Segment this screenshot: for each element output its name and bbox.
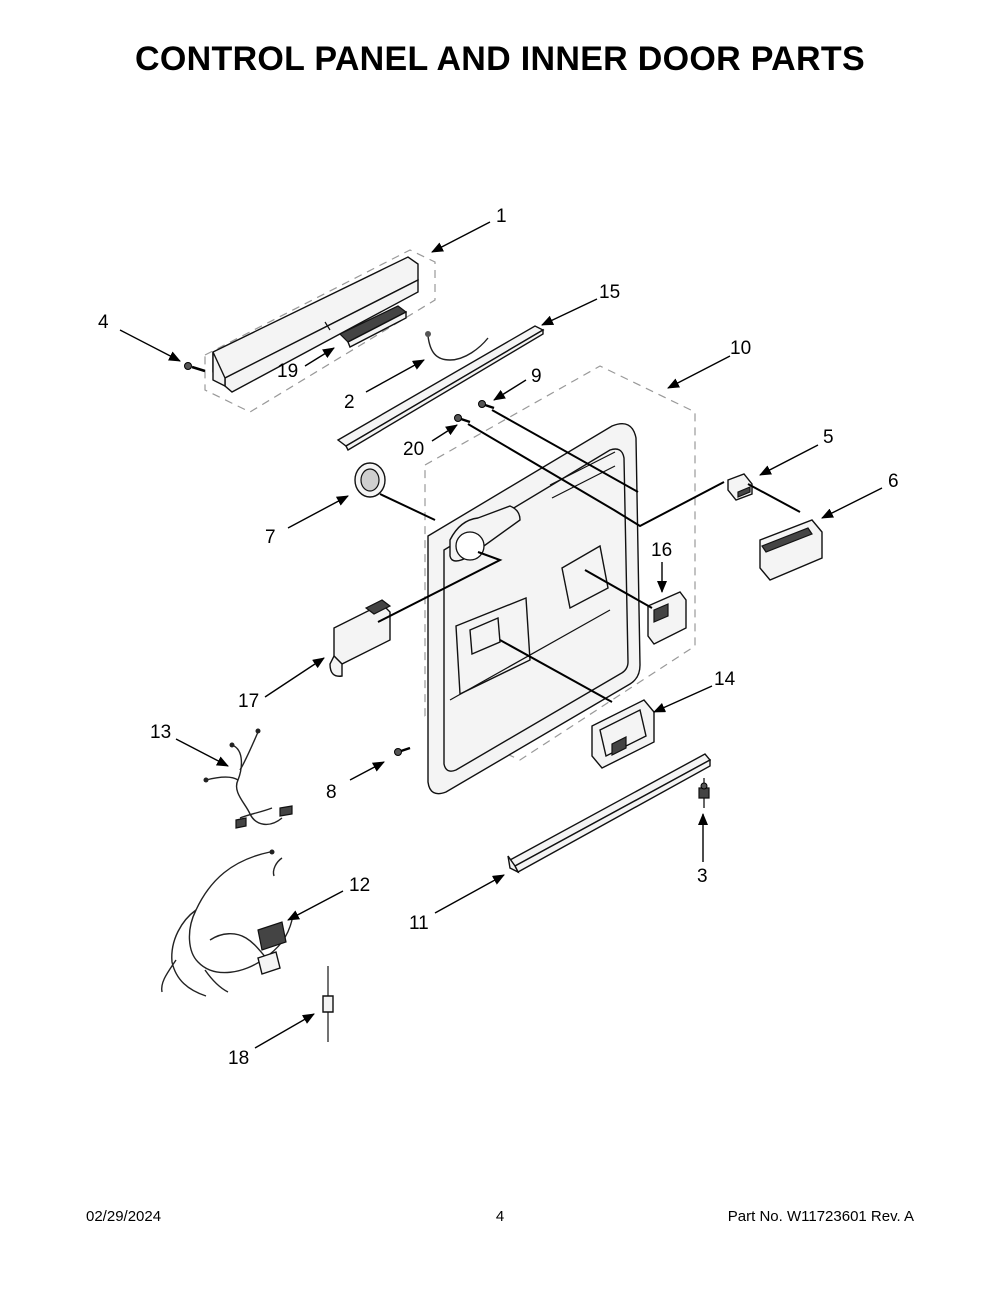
wire-harness-12 (161, 849, 293, 997)
callout-14: 14 (714, 669, 736, 690)
callout-19: 19 (277, 361, 298, 382)
callout-20: 20 (403, 439, 424, 460)
callout-18: 18 (228, 1048, 249, 1069)
door-trim-strip (507, 753, 712, 874)
page-title: CONTROL PANEL AND INNER DOOR PARTS (135, 40, 865, 78)
detergent-dispenser (591, 699, 655, 769)
user-interface-board (338, 305, 408, 348)
callout-5: 5 (823, 427, 834, 448)
screw-20 (454, 414, 471, 424)
callout-labels: 1 2 3 4 5 6 7 8 9 10 11 12 13 14 15 16 1… (98, 206, 899, 1069)
dispenser-bracket (647, 591, 687, 645)
assembly-tie-lines (377, 409, 801, 703)
callout-17: 17 (238, 691, 259, 712)
control-panel-console (204, 249, 436, 413)
inline-fitting (322, 966, 334, 1042)
callout-4: 4 (98, 312, 109, 333)
wire-connector (425, 331, 431, 337)
vent-grille (354, 462, 386, 498)
callout-9: 9 (531, 366, 542, 387)
wire-harness-2 (427, 335, 489, 361)
screw-9 (478, 400, 495, 410)
inner-door-panel (424, 365, 696, 795)
footer-date: 02/29/2024 (86, 1208, 162, 1225)
callout-2: 2 (344, 392, 355, 413)
callout-7: 7 (265, 527, 276, 548)
screw-4 (184, 362, 206, 373)
callout-8: 8 (326, 782, 337, 803)
callout-13: 13 (150, 722, 171, 743)
callout-leaders (119, 221, 883, 1049)
door-gasket-strip (336, 325, 545, 451)
callout-16: 16 (651, 540, 672, 561)
door-switch (727, 473, 753, 501)
vent-assembly (329, 599, 392, 677)
callout-3: 3 (697, 866, 708, 887)
callout-12: 12 (349, 875, 370, 896)
screw-8 (394, 746, 411, 756)
callout-6: 6 (888, 471, 899, 492)
screw-3 (698, 778, 710, 808)
footer-part-number: Part No. W11723601 Rev. A (727, 1208, 914, 1225)
footer-page-number: 4 (495, 1208, 505, 1225)
callout-1: 1 (496, 206, 507, 227)
callout-15: 15 (599, 282, 620, 303)
callout-10: 10 (730, 338, 751, 359)
callout-11: 11 (409, 913, 429, 934)
electronic-control-board (759, 519, 823, 581)
wire-harness-13 (203, 728, 293, 829)
